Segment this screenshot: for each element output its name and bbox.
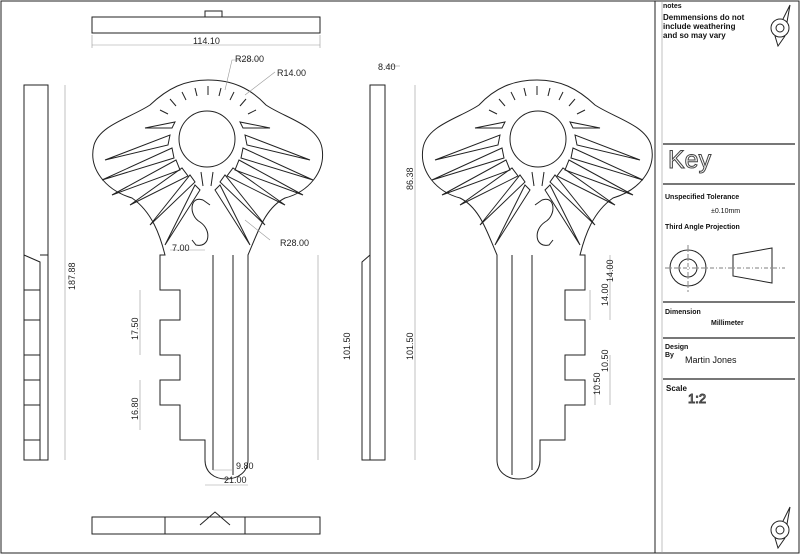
dim-ward-1: 14.00 xyxy=(605,259,615,282)
notes-text: Demmensions do not include weathering an… xyxy=(663,13,744,40)
design-by-label: By xyxy=(665,352,674,359)
third-angle-projection-symbol xyxy=(665,245,785,292)
key-rear-view xyxy=(421,79,653,480)
drawing-title: Key xyxy=(667,146,712,175)
dim-bit-step-1: 17.50 xyxy=(130,317,140,340)
title-divider xyxy=(663,183,795,185)
dim-shank-length-side: 101.50 xyxy=(342,332,352,360)
dim-ward-4: 10.50 xyxy=(592,372,602,395)
dim-shank-width: 21.00 xyxy=(224,475,247,485)
dim-neck-offset: 7.00 xyxy=(172,243,190,253)
dim-overall-length: 187.88 xyxy=(67,262,77,290)
key-front-view xyxy=(92,79,324,480)
title-divider xyxy=(663,337,795,339)
title-divider xyxy=(663,378,795,380)
title-divider xyxy=(663,301,795,303)
title-divider xyxy=(663,143,795,145)
tolerance-value: ±0.10mm xyxy=(711,208,741,215)
notes-label: notes xyxy=(663,3,682,10)
key-logo-icon-top xyxy=(770,4,791,48)
dim-head-height: 86.38 xyxy=(405,167,415,190)
dim-top-width: 114.10 xyxy=(193,36,220,46)
dim-thickness: 8.40 xyxy=(378,62,396,72)
notes-line: include weathering xyxy=(663,22,736,31)
key-logo-icon-bottom xyxy=(770,506,791,550)
notes-line: and so may vary xyxy=(663,31,726,40)
design-label: Design xyxy=(665,344,689,351)
tolerance-label: Unspecified Tolerance xyxy=(665,194,740,201)
dim-head-radius: R28.00 xyxy=(235,54,264,64)
dim-shank-length-front: 101.50 xyxy=(405,332,415,360)
bottom-view xyxy=(91,511,321,535)
notes-line: Demmensions do not xyxy=(663,13,745,22)
side-view-middle xyxy=(361,84,386,461)
dimension-label: Dimension xyxy=(665,309,701,316)
projection-label: Third Angle Projection xyxy=(665,224,740,231)
dim-bit-step-2: 16.80 xyxy=(130,397,140,420)
dim-shoulder-radius: R28.00 xyxy=(280,238,309,248)
dim-shank-inner: 9.80 xyxy=(236,461,254,471)
dim-ring-radius: R14.00 xyxy=(277,68,306,78)
top-view xyxy=(91,10,321,34)
dimension-value: Millimeter xyxy=(711,320,744,327)
scale-label: Scale xyxy=(666,384,687,393)
side-view-left xyxy=(23,84,49,461)
dim-ward-3: 10.50 xyxy=(600,349,610,372)
designer-name: Martin Jones xyxy=(685,355,737,365)
scale-value: 1:2 xyxy=(687,391,707,407)
dim-ward-2: 14.00 xyxy=(600,283,610,306)
